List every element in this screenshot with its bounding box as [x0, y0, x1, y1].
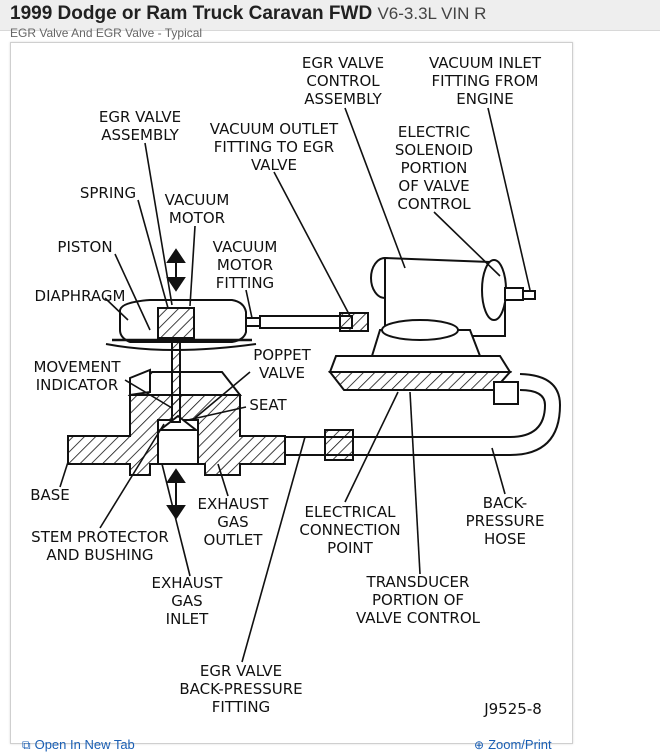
open-in-new-tab-link[interactable]: ⧉Open In New Tab	[22, 737, 135, 753]
label-piston: PISTON	[57, 238, 112, 256]
label-base: BASE	[30, 486, 70, 504]
page-subtitle: V6-3.3L VIN R	[377, 4, 487, 23]
diagram-frame	[10, 42, 573, 744]
page-title: 1999 Dodge or Ram Truck Caravan FWD V6-3…	[10, 3, 487, 24]
egr-control-assembly-drawing	[327, 256, 536, 405]
label-spring: SPRING	[80, 184, 136, 202]
figure-id: J9525-8	[483, 700, 542, 718]
leader-lines	[59, 107, 531, 663]
zoom-print-label: Zoom/Print	[488, 737, 552, 752]
back-pressure-hose	[285, 389, 547, 438]
figure-caption: EGR Valve And EGR Valve - Typical	[10, 26, 203, 40]
label-seat: SEAT	[249, 396, 287, 414]
zoom-print-link[interactable]: ⊕Zoom/Print	[474, 737, 552, 752]
vacuum-line	[259, 312, 369, 332]
open-in-new-tab-label: Open In New Tab	[34, 737, 135, 752]
zoom-icon: ⊕	[474, 738, 485, 752]
new-tab-icon: ⧉	[22, 738, 31, 752]
label-diaphragm: DIAPHRAGM	[35, 287, 126, 305]
page-header: 1999 Dodge or Ram Truck Caravan FWD V6-3…	[0, 0, 660, 31]
egr-valve-drawing	[67, 248, 286, 520]
